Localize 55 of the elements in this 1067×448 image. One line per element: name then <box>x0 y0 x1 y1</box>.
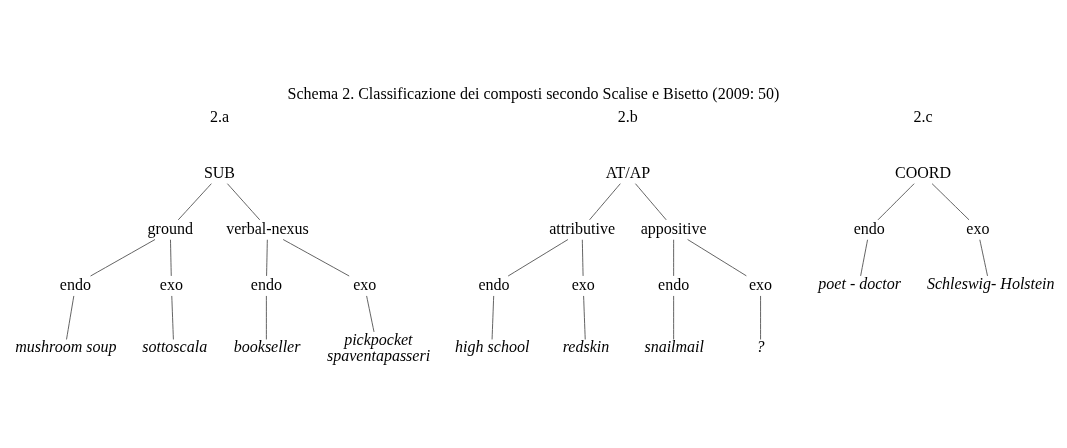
node-text: snailmail <box>644 338 705 356</box>
node-text: endo <box>59 276 91 294</box>
node-text: endo <box>658 276 690 294</box>
connector <box>760 295 762 340</box>
connector <box>583 295 586 340</box>
node-text: poet - doctor <box>818 274 901 292</box>
connector <box>877 183 915 221</box>
connector <box>265 295 267 340</box>
connector <box>673 239 675 277</box>
node-text: ? <box>756 338 765 356</box>
node-text: ground <box>147 219 193 237</box>
node-text: exo <box>159 276 183 294</box>
label: 2.c <box>913 107 933 125</box>
node-text: verbal-nexus <box>226 219 309 237</box>
node-text: endo <box>853 219 885 237</box>
node-text: endo <box>478 276 510 294</box>
node-text: endo <box>250 276 282 294</box>
connector <box>635 183 667 221</box>
connector <box>979 239 988 277</box>
node-text: redskin <box>562 338 610 356</box>
connector <box>90 239 156 277</box>
connector <box>177 183 212 221</box>
connector <box>282 239 350 277</box>
diagram-title: Schema 2. Classificazione dei composti secondo Scalise e Bisetto (2009: 50) <box>287 84 780 102</box>
connector <box>589 183 621 221</box>
connector <box>507 239 569 277</box>
connector <box>860 239 868 277</box>
connector <box>491 295 495 340</box>
node-text: SUB <box>203 163 236 181</box>
label: 2.a <box>209 107 230 125</box>
node-text: COORD <box>895 163 952 181</box>
connector <box>581 239 584 277</box>
node-text: exo <box>571 276 595 294</box>
node-text: exo <box>353 276 377 294</box>
node-text: pickpocket spaventapasseri <box>327 330 431 364</box>
label: 2.b <box>617 107 638 125</box>
node-text: sottoscala <box>142 338 208 356</box>
node-text: appositive <box>640 219 707 237</box>
connector <box>687 239 747 277</box>
node-text: exo <box>966 219 990 237</box>
connector <box>266 239 268 277</box>
connector <box>366 295 375 333</box>
connector <box>226 183 261 221</box>
node-text: mushroom soup <box>15 338 117 356</box>
node-text: attributive <box>549 219 615 237</box>
connector <box>171 295 174 340</box>
connector <box>170 239 172 277</box>
node-text: high school <box>455 338 530 356</box>
connector <box>66 295 75 340</box>
node-text: Schleswig- Holstein <box>927 274 1055 292</box>
node-text: AT/AP <box>605 163 651 181</box>
connector <box>673 295 675 340</box>
node-text: bookseller <box>233 338 301 356</box>
connector <box>931 183 970 221</box>
node-text: exo <box>749 276 773 294</box>
